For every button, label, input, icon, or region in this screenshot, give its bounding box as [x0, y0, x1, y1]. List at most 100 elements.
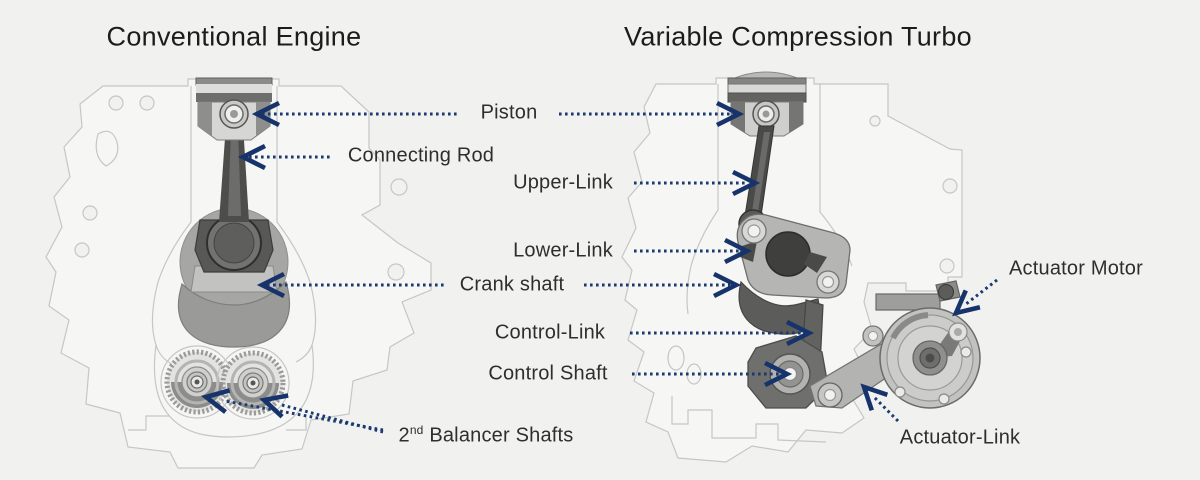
label-lower-link: Lower-Link: [513, 239, 613, 262]
arrowhead: [860, 383, 889, 412]
bolt-hole: [942, 178, 958, 194]
motor-bolt: [894, 386, 906, 398]
motor-mount-tab: [937, 283, 955, 301]
arrowhead: [715, 100, 745, 128]
leader-actuator-motor: [952, 278, 998, 317]
bolt-hole: [74, 242, 90, 258]
left-engine-title: Conventional Engine: [106, 21, 362, 52]
upper-link-rib: [752, 132, 770, 212]
gear-ring: [230, 360, 276, 406]
leader-balancer-b: [259, 393, 384, 434]
lower-link-plate: [736, 213, 851, 299]
motor-bolt: [938, 393, 950, 405]
label-upper-link: Upper-Link: [513, 171, 613, 194]
balancer-text: Balancer Shafts: [423, 424, 574, 447]
label-control-shaft: Control Shaft: [488, 362, 608, 385]
left-bore-line-left: [151, 86, 192, 365]
upper-link-pin: [747, 224, 761, 238]
casting-detail: [95, 130, 119, 167]
balancer-gear-right: [216, 346, 290, 420]
right-engine-title: Variable Compression Turbo: [624, 21, 972, 52]
motor-ear-left-hole: [868, 331, 878, 341]
arrowhead: [731, 169, 761, 197]
leader-piston-left: [251, 100, 459, 128]
leader-dots: [871, 394, 900, 423]
rod-big-end-bore-inner: [213, 222, 255, 264]
leader-lines: [200, 100, 998, 434]
piston-left: [195, 77, 273, 141]
balancer-gear-left: [160, 345, 234, 419]
wrist-pin-center: [762, 110, 770, 118]
actuator-link-hole: [823, 388, 837, 402]
piston-skirt-shadow-left: [198, 102, 212, 136]
connecting-rod-rib: [228, 130, 241, 216]
right-bore-line-left: [686, 84, 719, 315]
wrist-pin-center: [230, 110, 238, 118]
label-actuator-link: Actuator-Link: [899, 426, 1021, 449]
leader-upper-link: [634, 169, 761, 197]
leader-control-shaft: [632, 360, 793, 388]
lower-link-cutout: [804, 252, 827, 273]
label-crank-shaft: Crank shaft: [459, 273, 565, 296]
leader-piston-right: [559, 100, 745, 128]
arrowhead: [712, 271, 742, 299]
leader-lower-link: [634, 237, 753, 265]
gear-ring: [174, 359, 220, 405]
piston-crown: [196, 84, 272, 94]
bolt-hole: [82, 205, 98, 221]
leader-actuator-link: [860, 383, 900, 423]
motor-shaft: [925, 353, 935, 363]
bolt-hole: [390, 178, 408, 196]
arrowhead: [256, 271, 286, 299]
balancer-ordinal: nd: [409, 422, 424, 437]
motor-crescent: [890, 312, 929, 340]
arrowhead: [723, 237, 753, 265]
piston-ring-band: [196, 93, 272, 102]
arrowhead: [952, 289, 981, 317]
leader-connecting-rod: [237, 143, 331, 171]
label-control-link: Control-Link: [494, 321, 606, 344]
label-piston: Piston: [480, 101, 538, 124]
leader-balancer-a: [200, 388, 384, 432]
label-actuator-motor: Actuator Motor: [1009, 257, 1143, 280]
right-engine-illustration: [621, 71, 981, 463]
crankshaft-counterweight: [177, 280, 291, 348]
label-connecting-rod: Connecting Rod: [347, 144, 495, 167]
arrowhead: [200, 388, 231, 414]
arrowhead: [785, 319, 815, 347]
leader-crank-right: [584, 271, 742, 299]
gear-housing: [216, 346, 290, 420]
bolt-hole: [939, 258, 955, 274]
leader-dots: [965, 278, 998, 306]
casting-detail: [667, 345, 685, 371]
bolt-hole: [108, 95, 124, 111]
left-engine-illustration: [45, 77, 432, 469]
label-balancer-shafts: 2nd Balancer Shafts: [398, 422, 574, 448]
bolt-hole: [869, 115, 881, 127]
motor-bolt: [960, 346, 972, 358]
piston-crown-cap: [195, 77, 273, 86]
right-bottom-steps: [671, 396, 827, 443]
left-bottom-steps: [128, 414, 307, 431]
gear-center: [194, 379, 200, 385]
leader-dots: [224, 399, 384, 432]
control-link-pin: [821, 275, 835, 289]
left-bore-line-right: [276, 86, 317, 363]
arrowhead: [237, 143, 267, 171]
left-sump-line: [153, 344, 314, 438]
balancer-number: 2: [398, 424, 410, 447]
arrowhead: [259, 393, 289, 419]
leader-crank-left: [256, 271, 445, 299]
bolt-hole: [387, 263, 405, 281]
arrowhead: [251, 100, 281, 128]
piston-skirt-shadow-right: [789, 102, 803, 133]
motor-spoke-hole: [954, 328, 962, 336]
leader-control-link: [630, 319, 815, 347]
bolt-hole: [139, 95, 155, 111]
crank-journal-bore: [765, 231, 811, 277]
piston-right: [727, 71, 807, 137]
gear-center: [250, 380, 256, 386]
actuator-motor-body: [862, 280, 981, 409]
